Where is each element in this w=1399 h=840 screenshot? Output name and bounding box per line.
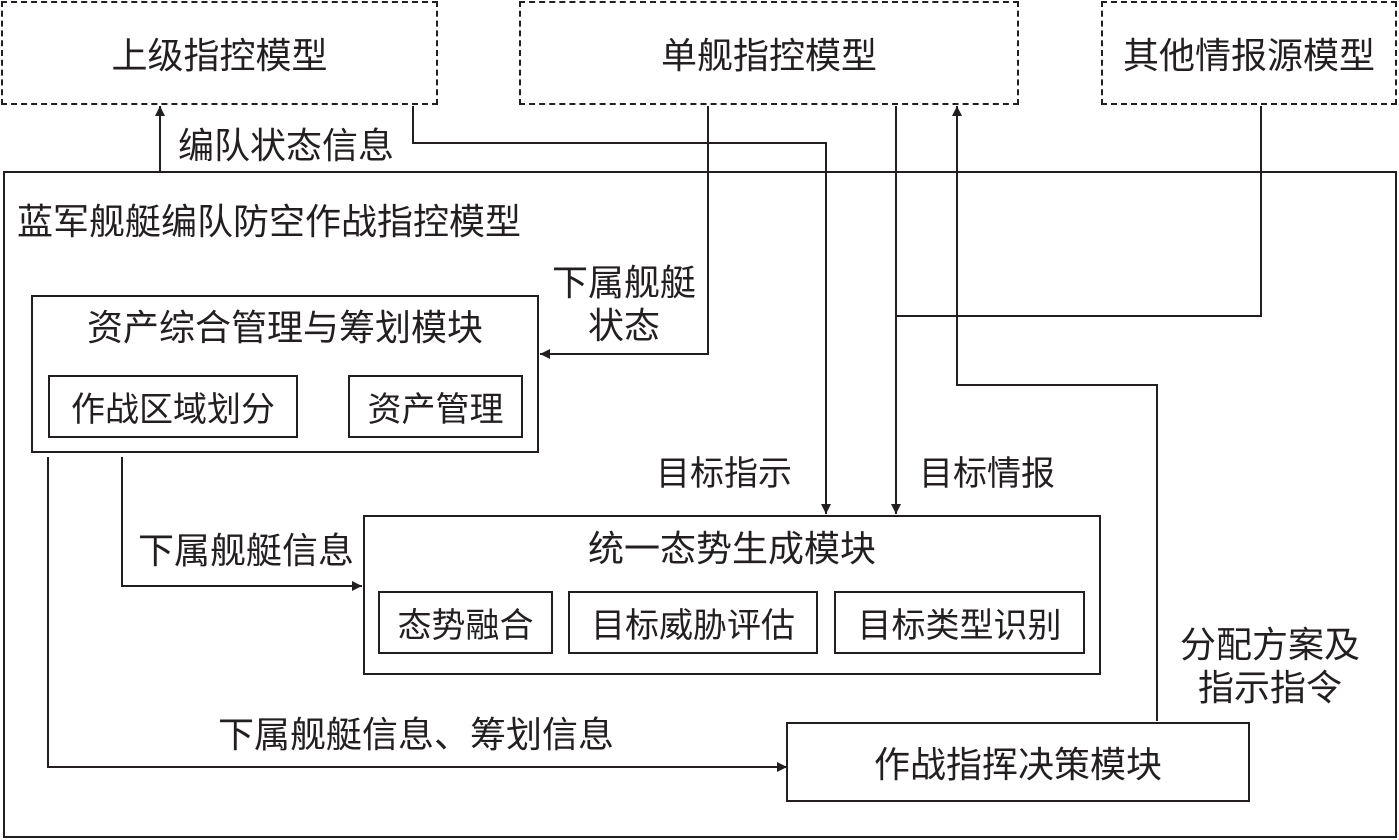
blue-fleet-air-defense-model xyxy=(3,171,1397,838)
other-intel-source-model-label: 其他情报源模型 xyxy=(1122,36,1375,77)
single-ship-command-model-label: 单舰指控模型 xyxy=(660,36,877,77)
superior-command-model-label: 上级指控模型 xyxy=(111,36,328,77)
asset-management-box: 资产管理 xyxy=(348,375,523,438)
arrow-subordinate-info xyxy=(121,457,362,591)
superior-command-model: 上级指控模型 xyxy=(1,1,438,105)
arrow-allocation xyxy=(952,106,1158,721)
combat-command-decision-module-title: 作战指挥决策模块 xyxy=(873,745,1162,786)
target-type-recognition-box: 目标类型识别 xyxy=(834,591,1085,654)
threat-assessment-label: 目标威胁评估 xyxy=(591,606,795,646)
label-formation-status: 编队状态信息 xyxy=(178,126,395,167)
label-target-indication: 目标指示 xyxy=(656,454,792,494)
label-subordinate-status-line2: 状态 xyxy=(587,306,660,348)
combat-area-division-box: 作战区域划分 xyxy=(48,375,298,438)
other-intel-source-model: 其他情报源模型 xyxy=(1101,1,1397,105)
asset-management-module-title: 资产综合管理与筹划模块 xyxy=(86,308,483,349)
label-target-intel: 目标情报 xyxy=(919,454,1055,494)
unified-situation-module-title: 统一态势生成模块 xyxy=(587,529,876,570)
label-allocation: 分配方案及 指示指令 xyxy=(1170,624,1370,710)
label-subordinate-info: 下属舰艇信息 xyxy=(138,531,355,572)
main-model-title: 蓝军舰艇编队防空作战指控模型 xyxy=(17,202,522,243)
threat-assessment-box: 目标威胁评估 xyxy=(568,591,818,654)
label-allocation-line2: 指示指令 xyxy=(1197,668,1342,710)
unified-situation-module xyxy=(363,515,1101,675)
arrow-subordinate-plan xyxy=(47,457,787,772)
label-allocation-line1: 分配方案及 xyxy=(1179,625,1360,666)
combat-command-decision-module: 作战指挥决策模块 xyxy=(786,722,1250,802)
arrow-subordinate-status xyxy=(540,106,709,359)
situation-fusion-box: 态势融合 xyxy=(378,591,553,654)
label-subordinate-status-line1: 下属舰艇 xyxy=(551,263,696,304)
label-subordinate-status: 下属舰艇 状态 xyxy=(545,262,703,348)
combat-area-division-label: 作战区域划分 xyxy=(71,390,275,430)
arrow-target-indication xyxy=(412,106,831,514)
label-subordinate-plan-info: 下属舰艇信息、筹划信息 xyxy=(218,715,615,756)
line-other-intel xyxy=(896,106,1262,317)
situation-fusion-label: 态势融合 xyxy=(397,606,534,646)
target-type-recognition-label: 目标类型识别 xyxy=(857,606,1062,646)
asset-management-module xyxy=(31,295,539,453)
single-ship-command-model: 单舰指控模型 xyxy=(519,1,1019,105)
asset-management-label: 资产管理 xyxy=(367,390,504,430)
